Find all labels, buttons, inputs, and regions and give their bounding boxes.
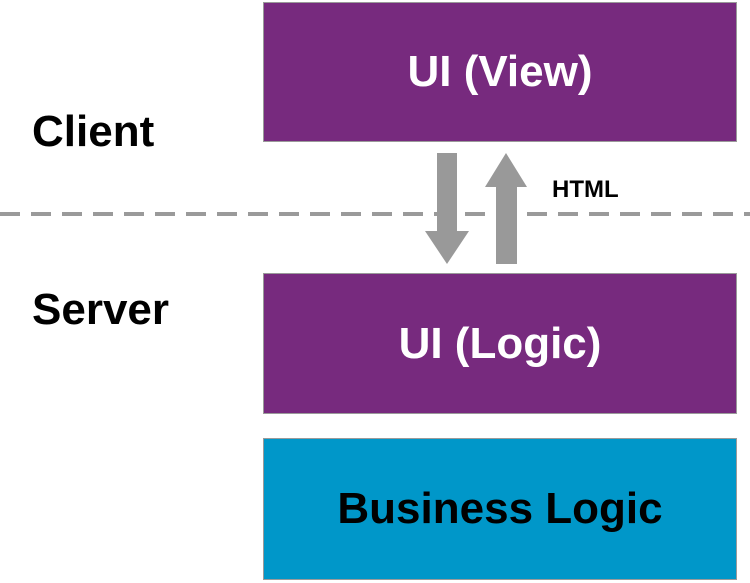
server-label: Server [32, 285, 170, 334]
business-logic-label: Business Logic [337, 484, 663, 533]
ui-view-box: UI (View) [263, 2, 737, 142]
ui-logic-box: UI (Logic) [263, 273, 737, 414]
arrow-down-icon [425, 153, 469, 264]
client-label: Client [32, 107, 155, 156]
ui-logic-label: UI (Logic) [398, 318, 602, 368]
business-logic-box: Business Logic [263, 438, 737, 580]
html-protocol-label: HTML [552, 176, 619, 203]
ui-view-label: UI (View) [407, 47, 593, 96]
client-server-divider [0, 212, 750, 216]
arrow-up-icon [485, 153, 527, 264]
